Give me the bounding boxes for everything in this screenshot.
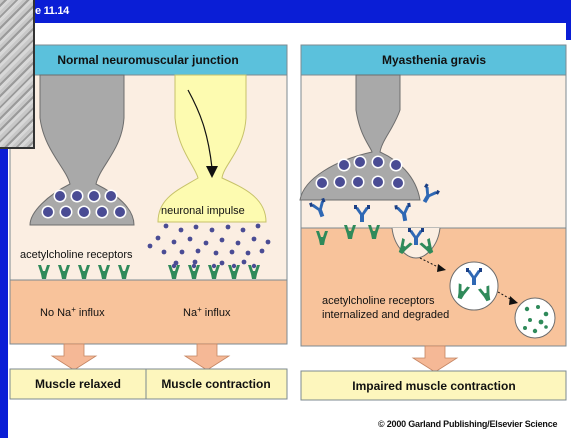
influx-label: Na+ influx — [183, 305, 231, 319]
impaired-arrow — [413, 346, 457, 372]
no-influx-prefix: No Na — [40, 307, 72, 319]
right-synaptic-cleft — [301, 75, 566, 228]
left-panel-title: Normal neuromuscular junction — [57, 53, 238, 67]
endocytic-vesicle — [450, 262, 498, 310]
impulse-label: neuronal impulse — [161, 205, 245, 217]
result-impaired-text: Impaired muscle contraction — [352, 379, 515, 393]
influx-prefix: Na — [183, 307, 198, 319]
right-panel-title: Myasthenia gravis — [382, 53, 486, 67]
result-contraction-text: Muscle contraction — [161, 377, 270, 391]
right-panel: acetylcholine receptors internalized and… — [300, 45, 566, 400]
mg-receptors-label-line2: internalized and degraded — [322, 309, 449, 321]
thumbnail-image — [0, 0, 35, 149]
no-influx-suffix: influx — [76, 307, 105, 319]
copyright-notice: © 2000 Garland Publishing/Elsevier Scien… — [378, 419, 557, 429]
left-panel: neuronal impulse acetylcholine receptors… — [10, 39, 287, 399]
influx-suffix: influx — [202, 307, 231, 319]
mg-receptors-label-line1: acetylcholine receptors — [322, 295, 435, 307]
result-relaxed-text: Muscle relaxed — [35, 377, 121, 391]
receptors-label: acetylcholine receptors — [20, 249, 133, 261]
